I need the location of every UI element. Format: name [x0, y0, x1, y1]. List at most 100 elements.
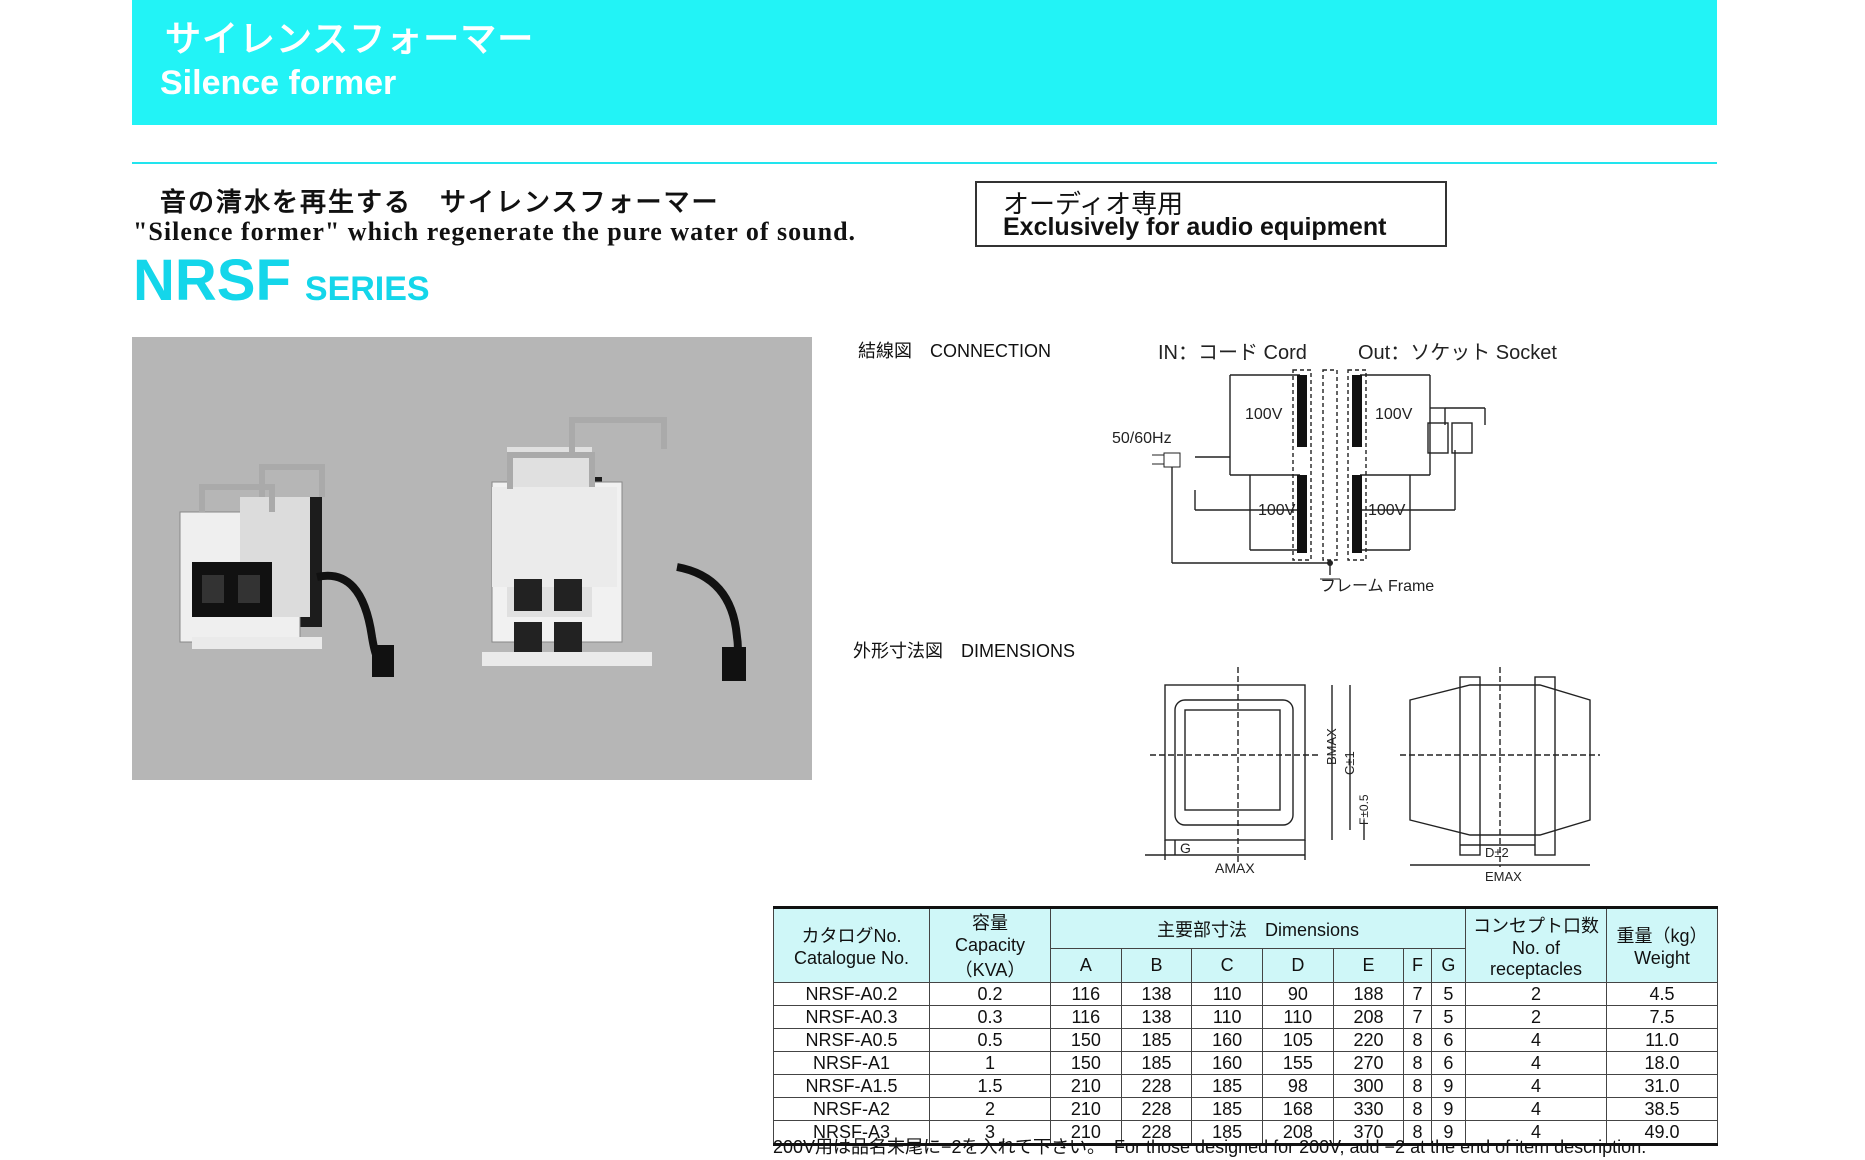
col-dimensions: 主要部寸法 Dimensions [1050, 905, 1466, 950]
dim-f-label: F±0.5 [1357, 794, 1371, 825]
title-banner [132, 0, 1717, 125]
table-cell: 168 [1262, 1097, 1334, 1121]
table-header-row: カタログNo.Catalogue No. 容量 Capacity （KVA） 主要… [773, 905, 1718, 983]
connection-diagram: IN：コード Cord Out：ソケット Socket 50/60Hz 100V… [1112, 342, 1557, 595]
table-cell: 0.3 [929, 1005, 1051, 1029]
table-cell: NRSF-A0.3 [773, 1005, 930, 1029]
secondary-voltage-lower: 100V [1368, 502, 1406, 519]
table-cell: 228 [1120, 1097, 1193, 1121]
table-cell: 270 [1332, 1051, 1405, 1075]
table-cell: 300 [1332, 1074, 1405, 1098]
table-cell: 228 [1120, 1074, 1193, 1098]
table-cell: 8 [1403, 1097, 1432, 1121]
col-capacity-label: 容量 Capacity [954, 913, 1026, 955]
table-cell: 116 [1050, 1005, 1122, 1029]
table-cell: NRSF-A0.2 [773, 982, 930, 1006]
table-cell: 8 [1403, 1074, 1432, 1098]
table-cell: 185 [1191, 1074, 1264, 1098]
table-cell: 3 [929, 1120, 1051, 1146]
dim-c-label: C±1 [1342, 751, 1357, 775]
table-cell: 90 [1262, 982, 1334, 1006]
table-cell: NRSF-A1 [773, 1051, 930, 1075]
table-cell: 1 [929, 1051, 1051, 1075]
table-cell: 185 [1191, 1097, 1264, 1121]
dimensions-label: 外形寸法図 DIMENSIONS [853, 641, 1076, 661]
table-cell: 31.0 [1606, 1074, 1718, 1098]
table-cell: 49.0 [1606, 1120, 1718, 1146]
table-cell: 160 [1191, 1028, 1264, 1052]
table-cell: 2 [929, 1097, 1051, 1121]
primary-voltage-upper: 100V [1245, 406, 1283, 423]
table-cell: 110 [1262, 1005, 1334, 1029]
table-cell: NRSF-A0.5 [773, 1028, 930, 1052]
dim-a-label: AMAX [1215, 860, 1255, 876]
table-cell: 4 [1465, 1028, 1607, 1052]
col-dim-c: C [1191, 948, 1264, 983]
footnote: 200V用は品名末尾に−2を入れて下さい。 For those designed… [773, 1137, 1647, 1157]
table-subheader-row: A B C D E F G [774, 948, 1718, 983]
table-cell: 330 [1332, 1097, 1405, 1121]
audio-notice-box [975, 181, 1447, 247]
table-cell: 0.2 [929, 982, 1051, 1006]
table-cell: 185 [1120, 1051, 1193, 1075]
table-cell: 210 [1050, 1074, 1122, 1098]
table-cell: 370 [1332, 1120, 1405, 1146]
output-socket-label: Out：ソケット Socket [1358, 342, 1557, 364]
banner-title-jp: サイレンスフォーマー [165, 19, 535, 60]
col-dim-b: B [1120, 948, 1193, 983]
table-cell: 105 [1262, 1028, 1334, 1052]
col-receptacles-jp: コンセプト口数 [1473, 915, 1599, 936]
frequency-label: 50/60Hz [1112, 430, 1172, 447]
table-cell: 7 [1403, 982, 1432, 1006]
table-cell: 0.5 [929, 1028, 1051, 1052]
audio-notice-en: Exclusively for audio equipment [1003, 213, 1387, 241]
table-cell: NRSF-A3 [773, 1120, 930, 1146]
banner-title-en: Silence former [160, 64, 397, 102]
col-catalog-jp: カタログNo. [801, 926, 902, 946]
table-cell: 150 [1050, 1051, 1122, 1075]
table-cell: 2 [1465, 982, 1607, 1006]
col-dim-g: G [1430, 948, 1467, 983]
table-cell: 7.5 [1606, 1005, 1718, 1029]
divider-line [132, 162, 1717, 164]
table-cell: 9 [1430, 1097, 1467, 1121]
table-cell: 188 [1332, 982, 1405, 1006]
table-cell: 210 [1050, 1097, 1122, 1121]
dim-g-label: G [1180, 840, 1191, 856]
table-cell: 8 [1403, 1028, 1432, 1052]
table-cell: 1.5 [929, 1074, 1051, 1098]
table-cell: 7 [1403, 1005, 1432, 1029]
col-capacity: 容量 Capacity （KVA） [929, 906, 1051, 983]
table-cell: 150 [1050, 1028, 1122, 1052]
table-cell: 228 [1120, 1120, 1193, 1146]
primary-voltage-lower: 100V [1258, 502, 1296, 519]
dim-d-label: D±2 [1485, 845, 1509, 860]
product-photo [132, 337, 812, 780]
series-suffix: SERIES [304, 270, 430, 308]
table-cell: 8 [1403, 1051, 1432, 1075]
table-cell: 98 [1262, 1074, 1334, 1098]
col-dim-f: F [1403, 948, 1432, 983]
table-cell: 185 [1191, 1120, 1264, 1146]
table-cell: 9 [1430, 1074, 1467, 1098]
table-cell: 4 [1465, 1097, 1607, 1121]
table-cell: 5 [1430, 982, 1467, 1006]
table-cell: 8 [1403, 1120, 1432, 1146]
table-cell: 208 [1262, 1120, 1334, 1146]
table-cell: 6 [1430, 1028, 1467, 1052]
dim-e-label: EMAX [1485, 869, 1522, 884]
dimensions-diagram: G AMAX BMAX C±1 F±0.5 D±2 EMAX [1145, 667, 1600, 884]
col-weight-jp: 重量（kg） [1616, 926, 1708, 946]
col-capacity-unit: （KVA） [954, 960, 1026, 980]
col-weight: 重量（kg）Weight [1606, 906, 1718, 983]
col-catalog: カタログNo.Catalogue No. [773, 906, 930, 983]
table-cell: 110 [1191, 982, 1264, 1006]
table-cell: 5 [1430, 1005, 1467, 1029]
